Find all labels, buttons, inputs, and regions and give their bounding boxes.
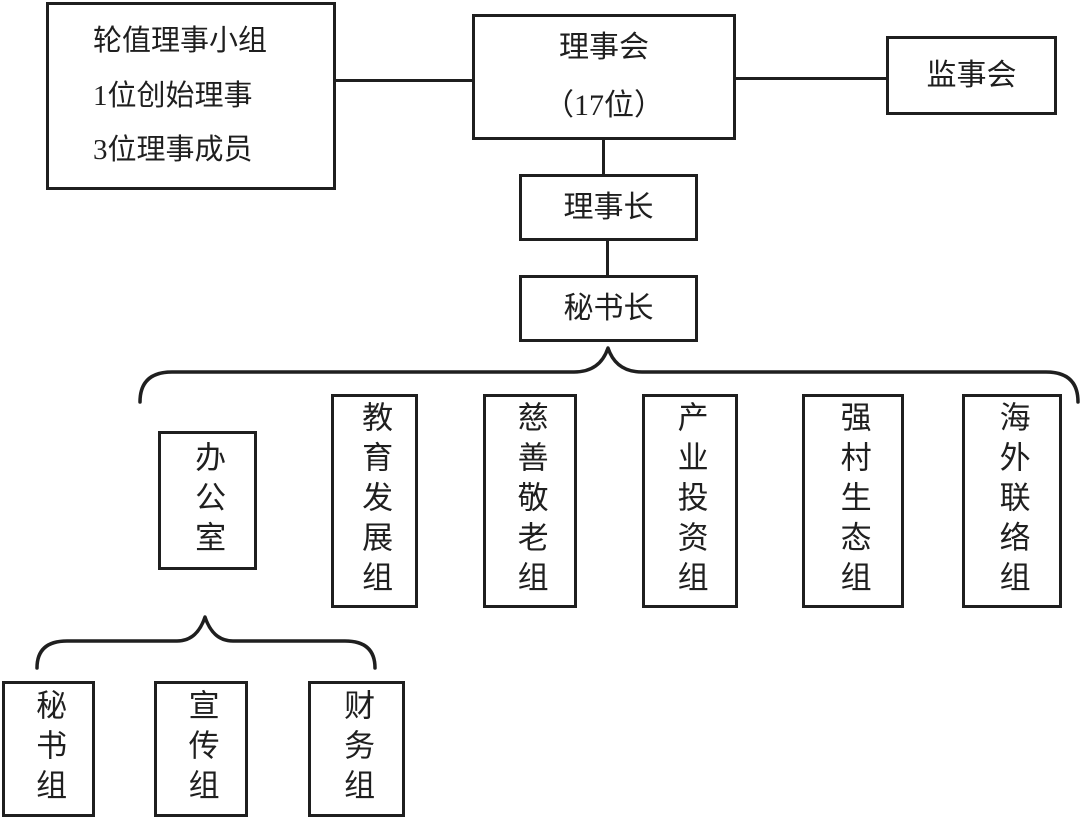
secretary-general-label: 秘书长 xyxy=(563,291,654,325)
node-dept-charity-elderly: 慈善敬老组 xyxy=(483,394,577,608)
subgroup-finance-label: 财务组 xyxy=(339,689,375,809)
node-board-of-directors: 理事会 （17位） xyxy=(472,14,736,140)
rotating-directors-line-1: 轮值理事小组 xyxy=(93,24,268,57)
dept-education-label: 教育发展组 xyxy=(357,401,393,601)
subgroup-publicity-label: 宣传组 xyxy=(183,689,219,809)
node-dept-village-ecology: 强村生态组 xyxy=(802,394,904,608)
connector-board-to-supervisory xyxy=(734,77,888,80)
node-subgroup-finance: 财务组 xyxy=(308,681,405,817)
connector-rotating-to-board xyxy=(334,79,474,82)
node-dept-overseas-liaison: 海外联络组 xyxy=(962,394,1062,608)
dept-village-label: 强村生态组 xyxy=(835,401,871,601)
node-subgroup-publicity: 宣传组 xyxy=(154,681,248,817)
board-title: 理事会 xyxy=(559,31,649,64)
connector-chairman-to-secretary xyxy=(606,239,609,277)
node-dept-education-development: 教育发展组 xyxy=(331,394,418,608)
supervisory-board-label: 监事会 xyxy=(926,58,1017,92)
node-chairman: 理事长 xyxy=(519,174,698,241)
connector-board-to-chairman xyxy=(602,138,605,176)
dept-industry-label: 产业投资组 xyxy=(672,401,708,601)
board-member-count: （17位） xyxy=(544,89,664,122)
brace-office-to-subgroups xyxy=(35,615,377,670)
node-office: 办公室 xyxy=(158,431,257,570)
rotating-directors-line-2: 1位创始理事 xyxy=(93,79,253,112)
node-secretary-general: 秘书长 xyxy=(519,275,698,342)
office-label: 办公室 xyxy=(190,440,226,561)
chairman-label: 理事长 xyxy=(563,190,654,224)
rotating-directors-line-3: 3位理事成员 xyxy=(93,134,253,167)
node-rotating-directors-group: 轮值理事小组 1位创始理事 3位理事成员 xyxy=(46,2,336,190)
brace-secretary-to-departments xyxy=(138,346,1080,404)
subgroup-secretarial-label: 秘书组 xyxy=(31,689,67,809)
node-subgroup-secretarial: 秘书组 xyxy=(2,681,95,817)
dept-charity-label: 慈善敬老组 xyxy=(512,401,548,601)
node-supervisory-board: 监事会 xyxy=(886,36,1057,115)
node-dept-industry-investment: 产业投资组 xyxy=(642,394,738,608)
dept-overseas-label: 海外联络组 xyxy=(994,401,1030,601)
